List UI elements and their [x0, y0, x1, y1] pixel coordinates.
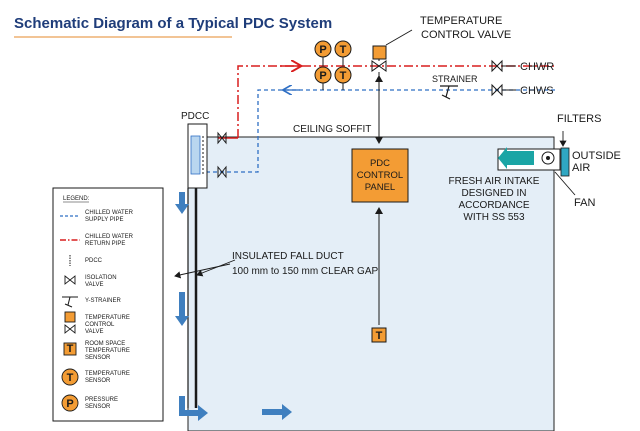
duct-label-1: INSULATED FALL DUCT [232, 251, 344, 262]
temp-control-valve [371, 60, 387, 72]
isolation-valve-chwr [491, 59, 503, 73]
duct-label-2: 100 mm to 150 mm CLEAR GAP [232, 266, 378, 277]
legend: LEGEND: CHILLED WATER SUPPLY PIPE CHILLE… [52, 187, 164, 422]
fan-callout [554, 171, 576, 196]
svg-text:P: P [319, 70, 326, 82]
isolation-valve-chws [491, 83, 503, 97]
legend-item-6-line2: TEMPERATURE [85, 348, 130, 354]
duct-callout-2 [174, 263, 231, 279]
outside-air-label-2: AIR [572, 162, 590, 174]
legend-pressure-sensor-symbol [61, 394, 79, 412]
fresh-air-label-3: ACCORDANCE [458, 200, 529, 211]
legend-item-1-line2: RETURN PIPE [85, 241, 125, 247]
svg-text:T: T [67, 372, 74, 384]
pressure-sensor-return: P [314, 40, 332, 66]
isolation-valve-return [217, 131, 227, 145]
pdcc-coil [190, 135, 201, 175]
fresh-air-label-4: WITH SS 553 [463, 212, 525, 223]
return-pipe-run [237, 65, 555, 138]
svg-text:T: T [376, 330, 383, 342]
outside-air-label-1: OUTSIDE [572, 150, 621, 162]
legend-item-7-line2: SENSOR [85, 378, 111, 384]
chwr-label: CHWR [520, 61, 554, 73]
temperature-sensor-return: T [334, 40, 352, 66]
legend-strainer-symbol [62, 296, 78, 308]
svg-text:T: T [340, 70, 347, 82]
room-temperature-sensor [371, 327, 387, 343]
legend-heading: LEGEND: [63, 196, 90, 202]
supply-pipe-run [205, 89, 555, 173]
fresh-air-label-1: FRESH AIR INTAKE [449, 176, 540, 187]
svg-text:T: T [340, 44, 347, 56]
tcv-label-2: CONTROL VALVE [421, 29, 511, 41]
legend-item-3-line2: VALVE [85, 282, 103, 288]
pdc-control-panel [351, 148, 409, 203]
legend-item-0-line1: CHILLED WATER [85, 210, 134, 216]
ceiling-soffit-label: CEILING SOFFIT [293, 124, 371, 135]
legend-item-3-line1: ISOLATION [85, 275, 117, 281]
legend-item-7-line1: TEMPERATURE [85, 371, 130, 377]
legend-item-8-line1: PRESSURE [85, 397, 118, 403]
legend-item-6-line1: ROOM SPACE [85, 341, 125, 347]
airflow-arrows-down [175, 192, 292, 421]
panel-label-3: PANEL [365, 182, 395, 193]
fan-label: FAN [574, 197, 595, 209]
svg-text:P: P [66, 398, 73, 410]
svg-text:P: P [319, 44, 326, 56]
y-strainer [440, 85, 458, 100]
svg-text:T: T [67, 343, 74, 355]
filter-unit [560, 147, 570, 177]
legend-tcv-valve-symbol [64, 324, 76, 334]
temp-control-valve-actuator [372, 45, 387, 60]
legend-item-6-line3: SENSOR [85, 355, 111, 361]
chws-label: CHWS [520, 85, 554, 97]
legend-room-sensor-symbol [63, 342, 77, 356]
isolation-valve-supply [217, 165, 227, 179]
legend-item-5-line1: TEMPERATURE [85, 315, 130, 321]
legend-item-2-line1: PDCC [85, 258, 103, 264]
diagram-title: Schematic Diagram of a Typical PDC Syste… [14, 15, 332, 32]
legend-temp-sensor-symbol [61, 368, 79, 386]
strainer-label: STRAINER [432, 74, 478, 84]
legend-valve-symbol [64, 275, 76, 285]
panel-label-1: PDC [370, 158, 390, 169]
return-pipe [237, 65, 555, 138]
temperature-sensor-supply: T [334, 66, 352, 90]
tcv-callout-line [385, 29, 413, 46]
fresh-air-arrow [498, 147, 534, 169]
supply-pipe [205, 89, 555, 173]
fresh-air-label-2: DESIGNED IN [461, 188, 526, 199]
legend-tcv-actuator-symbol [64, 311, 76, 323]
legend-item-5-line2: CONTROL [85, 322, 115, 328]
pressure-sensor-supply: P [314, 66, 332, 90]
filters-label: FILTERS [557, 113, 601, 125]
pdcc-label: PDCC [181, 111, 209, 122]
legend-item-1-line1: CHILLED WATER [85, 234, 134, 240]
legend-item-4-line1: Y-STRAINER [85, 298, 121, 304]
legend-item-8-line2: SENSOR [85, 404, 111, 410]
legend-item-0-line2: SUPPLY PIPE [85, 217, 123, 223]
panel-label-2: CONTROL [357, 170, 403, 181]
tcv-label-1: TEMPERATURE [420, 15, 502, 27]
legend-item-5-line3: VALVE [85, 329, 103, 335]
